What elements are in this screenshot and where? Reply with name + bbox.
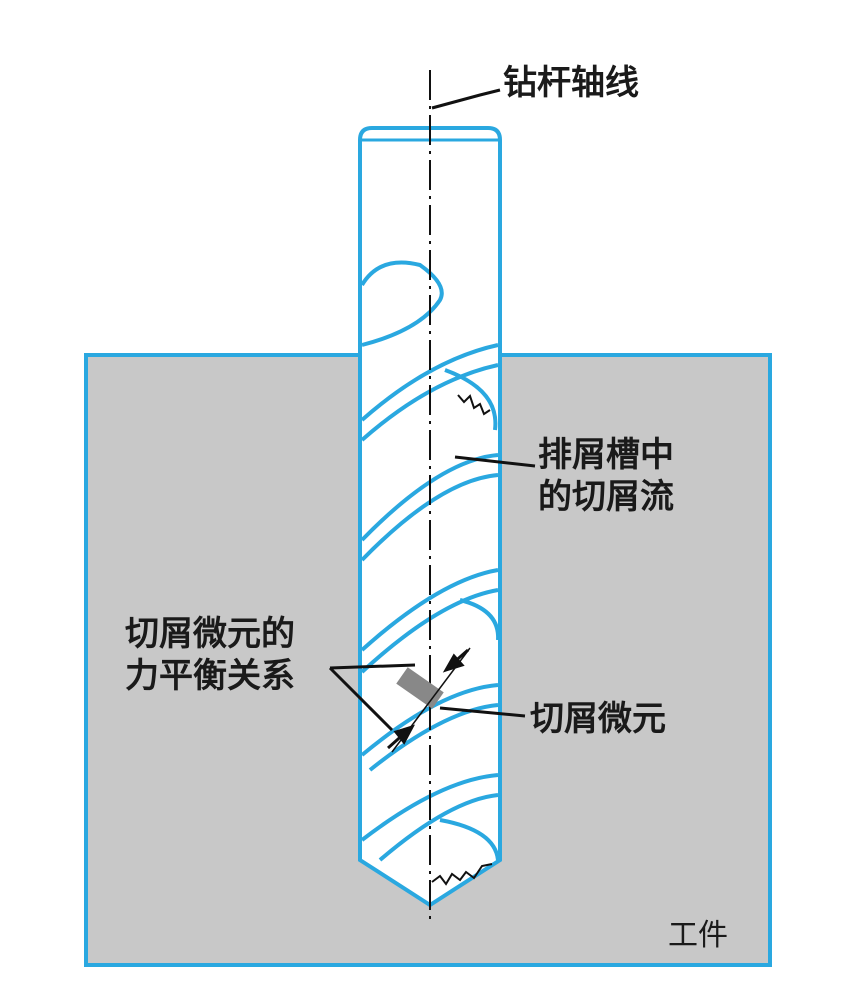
- chip-element-leader: [439, 706, 526, 718]
- helical-flutes: [360, 343, 501, 862]
- force-balance-label-1: 切屑微元的: [125, 614, 295, 654]
- chip-flow-leader: [454, 455, 536, 468]
- workpiece-label: 工件: [668, 918, 728, 953]
- chip-flow-waves: [431, 394, 493, 886]
- axis-label: 钻杆轴线: [503, 63, 639, 103]
- flute-start: [360, 260, 444, 347]
- force-leader-b: [328, 666, 394, 732]
- chip-element-label: 切屑微元: [530, 699, 666, 739]
- chip-flow-label-2: 的切屑流: [538, 477, 674, 517]
- chip-flow-label-1: 排屑槽中: [538, 435, 674, 475]
- force-leader-a: [329, 663, 416, 670]
- leader-lines: [328, 88, 536, 732]
- force-arrows: [387, 647, 471, 753]
- axis-leader: [431, 88, 501, 110]
- drill-bit: [358, 126, 502, 908]
- force-balance-label-2: 力平衡关系: [125, 656, 295, 696]
